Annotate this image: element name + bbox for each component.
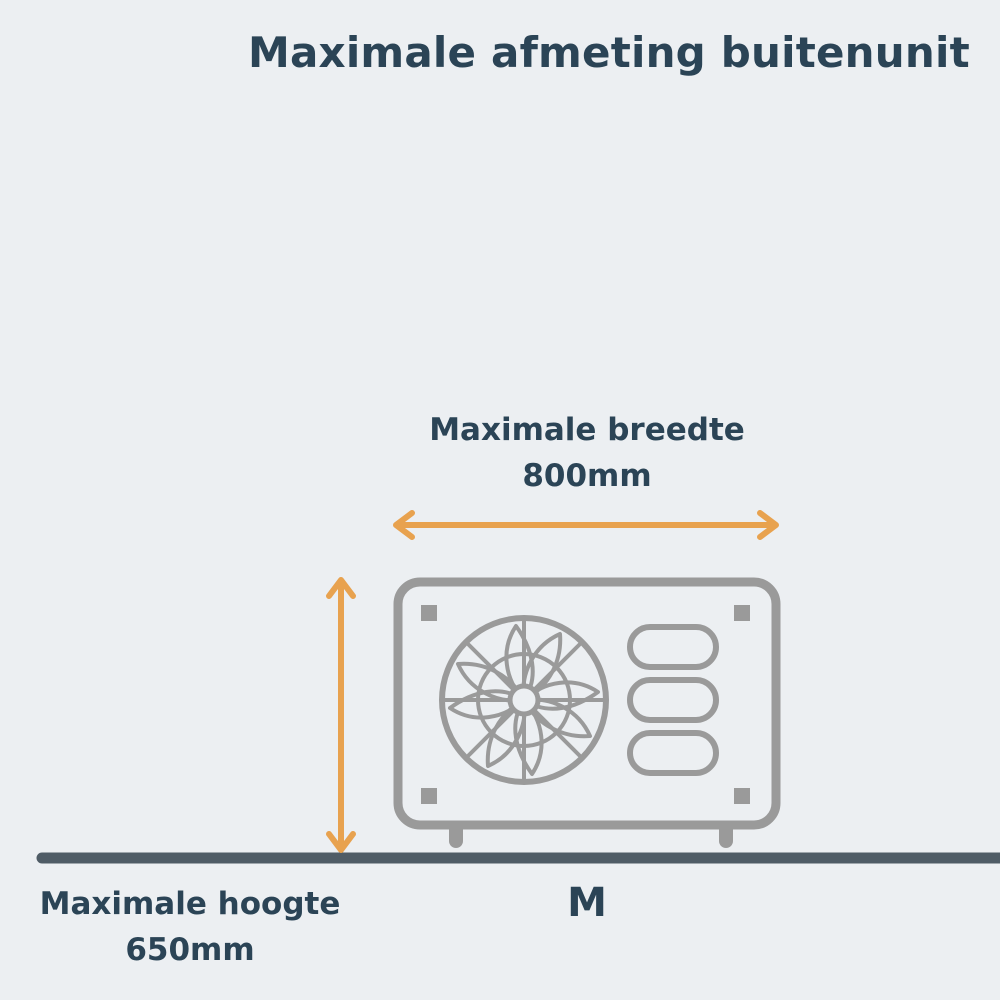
height-arrow xyxy=(326,577,356,853)
vent-slot xyxy=(627,677,719,723)
height-dimension-label: Maximale hoogte 650mm xyxy=(20,881,360,973)
screw-icon xyxy=(421,788,437,804)
screw-icon xyxy=(734,605,750,621)
width-label-text: Maximale breedte xyxy=(429,412,745,448)
vent-slot xyxy=(627,624,719,670)
outdoor-unit-icon xyxy=(393,577,781,848)
height-value-text: 650mm xyxy=(125,932,255,968)
width-dimension-label: Maximale breedte 800mm xyxy=(387,407,787,499)
size-code-label: M xyxy=(567,880,607,926)
height-label-text: Maximale hoogte xyxy=(39,886,341,922)
width-arrow xyxy=(393,510,779,540)
fan-icon xyxy=(439,615,609,785)
vent-slot xyxy=(627,730,719,776)
screw-icon xyxy=(734,788,750,804)
vent-slots xyxy=(627,624,719,776)
screw-icon xyxy=(421,605,437,621)
width-value-text: 800mm xyxy=(522,458,652,494)
page-title: Maximale afmeting buitenunit xyxy=(248,28,970,77)
